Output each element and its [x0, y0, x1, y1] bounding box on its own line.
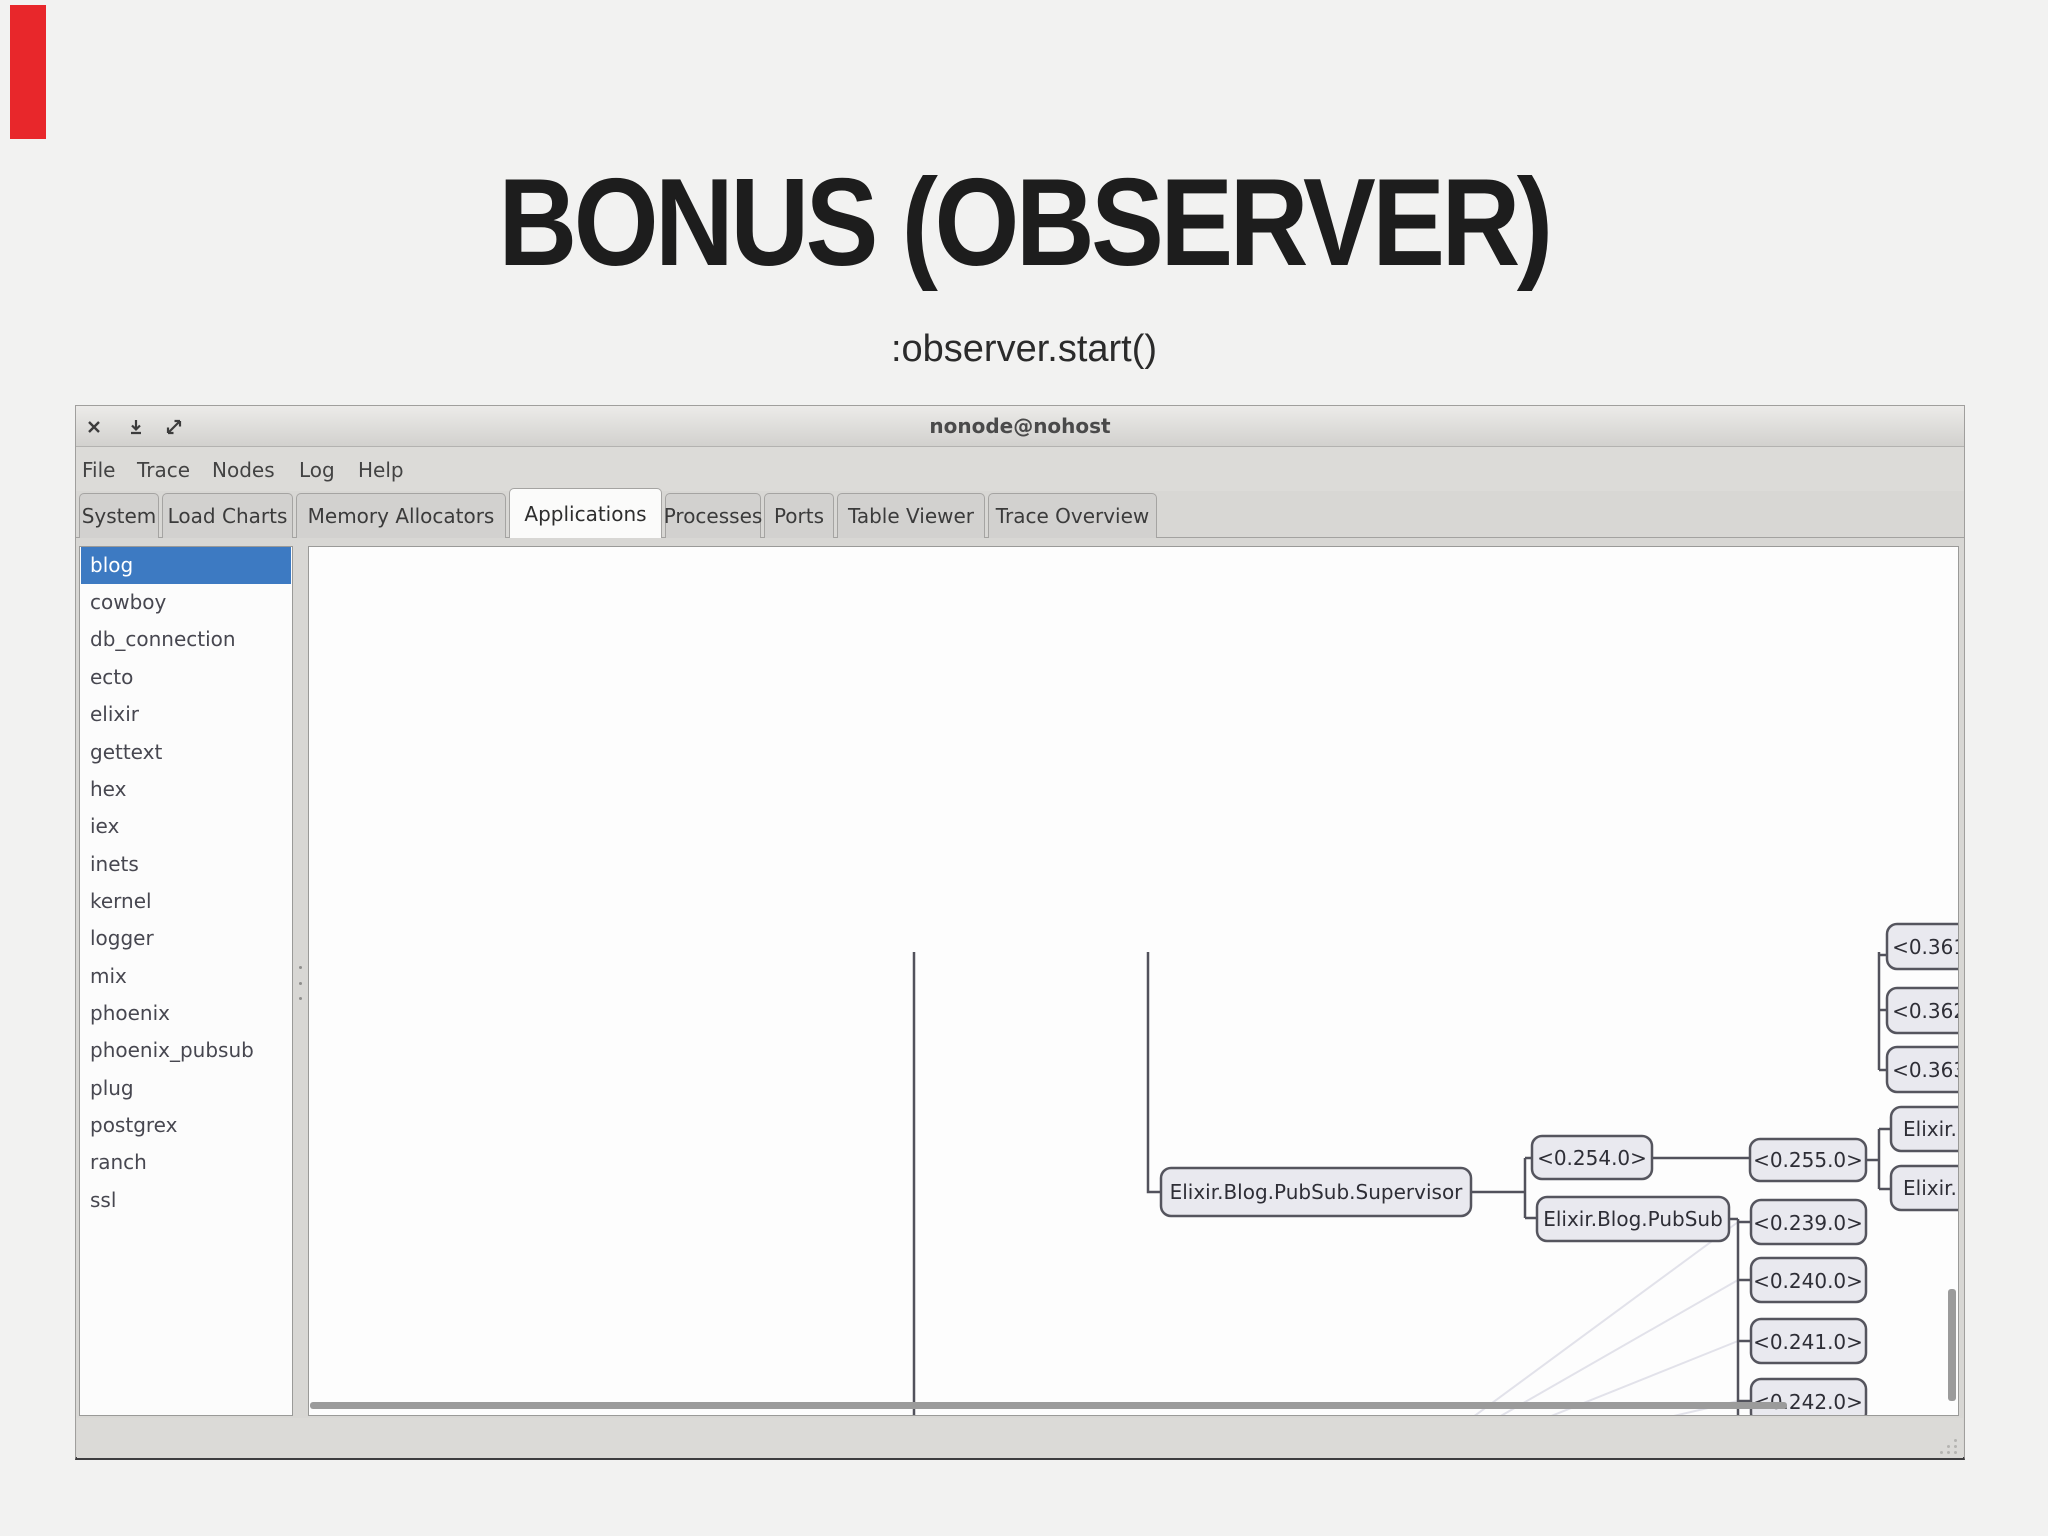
app-item-mix[interactable]: mix [90, 964, 127, 988]
app-item-db_connection[interactable]: db_connection [90, 627, 236, 651]
slide-accent-bar [10, 5, 46, 139]
svg-text:<0.240.0>: <0.240.0> [1753, 1269, 1863, 1293]
process-node-361[interactable]: <0.361.0> [1885, 922, 1959, 971]
svg-text:Elixir.Blog.Pu: Elixir.Blog.Pu [1903, 1176, 1959, 1200]
app-item-elixir[interactable]: elixir [90, 702, 140, 726]
app-item-phoenix[interactable]: phoenix [90, 1001, 170, 1025]
app-item-plug[interactable]: plug [90, 1076, 134, 1100]
svg-text:<0.361.0>: <0.361.0> [1892, 935, 1959, 959]
app-item-inets[interactable]: inets [90, 852, 139, 876]
menu-trace[interactable]: Trace [137, 458, 191, 482]
process-tree-panel: <0.361.0> <0.362.0> <0.363.0> Elixir.Blo… [308, 546, 1959, 1416]
tab-system[interactable]: System [79, 493, 159, 538]
app-item-kernel[interactable]: kernel [90, 889, 152, 913]
app-item-postgrex[interactable]: postgrex [90, 1113, 178, 1137]
app-item-cowboy[interactable]: cowboy [90, 590, 167, 614]
process-node-240[interactable]: <0.240.0> [1749, 1256, 1868, 1304]
app-item-ecto[interactable]: ecto [90, 665, 134, 689]
process-node-363[interactable]: <0.363.0> [1885, 1045, 1959, 1094]
close-icon[interactable] [84, 417, 104, 437]
tab-processes[interactable]: Processes [664, 493, 762, 538]
maximize-icon[interactable] [164, 417, 184, 437]
process-link-lines [1474, 1221, 1739, 1415]
application-list: blog cowboy db_connection ecto elixir ge… [79, 546, 293, 1416]
svg-text:<0.363.0>: <0.363.0> [1892, 1058, 1959, 1082]
process-node-pubsub-child-1[interactable]: Elixir.Blog.Pu [1889, 1105, 1959, 1153]
process-node-pubsub[interactable]: Elixir.Blog.PubSub [1535, 1195, 1731, 1243]
menu-bar: File Trace Nodes Log Help [76, 447, 1964, 491]
menu-help[interactable]: Help [358, 458, 404, 482]
tab-table-viewer[interactable]: Table Viewer [837, 493, 985, 538]
app-item-ranch[interactable]: ranch [90, 1150, 147, 1174]
svg-text:Elixir.Blog.PubSub: Elixir.Blog.PubSub [1543, 1207, 1723, 1231]
window-title: nonode@nohost [929, 414, 1111, 438]
tab-memory-allocators[interactable]: Memory Allocators [296, 493, 506, 538]
app-item-logger[interactable]: logger [90, 926, 154, 950]
process-node-241[interactable]: <0.241.0> [1749, 1317, 1868, 1365]
splitter-grip[interactable] [297, 966, 303, 1000]
process-node-362[interactable]: <0.362.0> [1885, 986, 1959, 1035]
observer-window: nonode@nohost File Trace Nodes Log Help … [75, 405, 1965, 1460]
process-node-242[interactable]: <0.242.0> [1749, 1377, 1868, 1416]
app-item-blog[interactable]: blog [81, 547, 291, 584]
menu-file[interactable]: File [82, 458, 116, 482]
tab-applications[interactable]: Applications [509, 488, 662, 538]
process-node-254[interactable]: <0.254.0> [1530, 1134, 1654, 1181]
status-bar [77, 1418, 1963, 1458]
process-node-239[interactable]: <0.239.0> [1749, 1198, 1868, 1246]
process-node-pubsub-supervisor[interactable]: Elixir.Blog.PubSub.Supervisor [1159, 1166, 1473, 1218]
slide-subtitle: :observer.start() [890, 328, 1158, 370]
svg-text:Elixir.Blog.PubSub.Supervisor: Elixir.Blog.PubSub.Supervisor [1170, 1180, 1464, 1204]
minimize-icon[interactable] [126, 417, 146, 437]
menu-log[interactable]: Log [299, 458, 335, 482]
svg-text:Elixir.Blog.Pu: Elixir.Blog.Pu [1903, 1117, 1959, 1141]
process-node-255[interactable]: <0.255.0> [1748, 1137, 1868, 1183]
tree-connectors [912, 952, 1891, 1415]
vertical-scrollbar[interactable] [1948, 1289, 1956, 1401]
app-item-phoenix_pubsub[interactable]: phoenix_pubsub [90, 1038, 254, 1062]
process-node-pubsub-child-2[interactable]: Elixir.Blog.Pu [1889, 1164, 1959, 1212]
slide-title: BONUS (OBSERVER) [498, 154, 1553, 292]
svg-text:<0.255.0>: <0.255.0> [1753, 1148, 1863, 1172]
menu-nodes[interactable]: Nodes [212, 458, 275, 482]
tab-load-charts[interactable]: Load Charts [162, 493, 293, 538]
resize-grip-icon[interactable] [1931, 1438, 1957, 1454]
tab-ports[interactable]: Ports [764, 493, 834, 538]
tab-trace-overview[interactable]: Trace Overview [988, 493, 1157, 538]
svg-text:<0.239.0>: <0.239.0> [1753, 1211, 1863, 1235]
supervision-tree: <0.361.0> <0.362.0> <0.363.0> Elixir.Blo… [912, 922, 1959, 1416]
svg-text:<0.362.0>: <0.362.0> [1892, 999, 1959, 1023]
app-item-hex[interactable]: hex [90, 777, 127, 801]
app-item-iex[interactable]: iex [90, 814, 120, 838]
svg-text:<0.241.0>: <0.241.0> [1753, 1330, 1863, 1354]
app-item-gettext[interactable]: gettext [90, 740, 163, 764]
svg-text:<0.254.0>: <0.254.0> [1537, 1146, 1647, 1170]
window-titlebar: nonode@nohost [76, 406, 1964, 447]
app-item-ssl[interactable]: ssl [90, 1188, 117, 1212]
horizontal-scrollbar[interactable] [310, 1402, 1787, 1409]
